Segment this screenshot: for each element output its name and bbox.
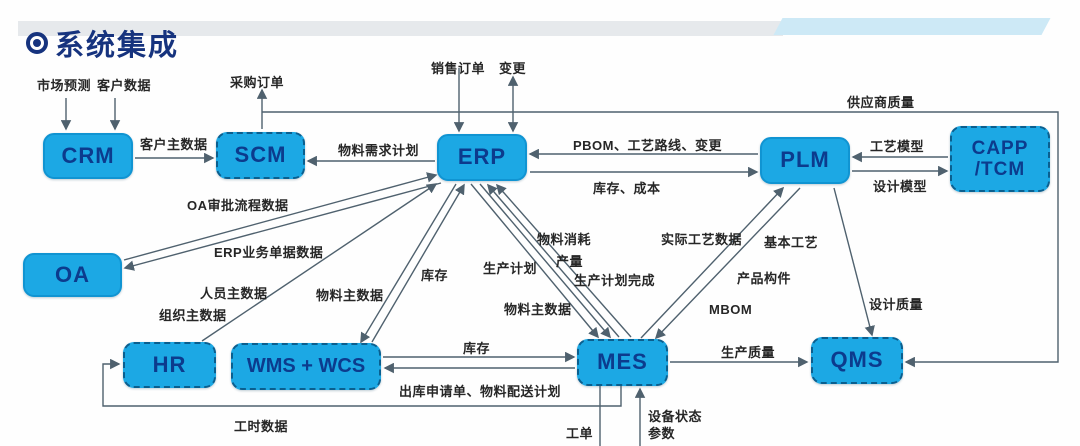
node-erp-label: ERP [457,144,507,170]
edge-erp-to-wms [360,183,457,344]
edge-label-mes-to-qms: 生产质量 [721,345,776,360]
edge-label-mes-to-erp-output-1: 生产计划完成 [574,273,656,288]
node-hr: HR [123,342,216,388]
node-mes-label: MES [597,349,648,375]
header-ribbon [773,18,1051,35]
node-scm-label: SCM [234,142,287,168]
edge-label-erp-to-wms: 物料主数据 [316,288,384,303]
edge-label-sales-order-to-erp: 销售订单 [431,61,486,76]
node-qms-label: QMS [830,347,884,373]
header-band [18,21,783,36]
page-title: 系统集成 [26,22,179,64]
node-crm: CRM [43,133,133,179]
node-hr-label: HR [152,351,187,377]
edge-label-mes-to-plm: 实际工艺数据 [661,232,743,247]
node-capp-label: CAPP [971,137,1029,159]
edge-label-equipment-to-mes: 设备状态 [648,409,703,424]
edge-plm-to-qms [833,187,875,337]
node-erp: ERP [437,134,527,181]
node-capp: CAPP/TCM [950,126,1050,192]
edge-label-mes-to-wms: 出库申请单、物料配送计划 [399,384,562,399]
edge-label-mes-work-order-out: 工单 [566,426,594,441]
edge-wms-to-erp [371,183,465,343]
edge-label-wms-to-erp: 库存 [421,268,449,283]
node-oa-label: OA [55,261,90,287]
edge-label-scm-purchase-order: 采购订单 [230,75,285,90]
edge-label-plm-to-qms: 设计质量 [869,297,924,312]
edge-label-mes-to-hr-worktime: 工时数据 [234,419,289,434]
edge-label-erp-to-plm: 库存、成本 [593,181,661,196]
edge-label-crm-to-scm: 客户主数据 [140,137,208,152]
edge-label-wms-to-mes: 库存 [463,341,491,356]
node-plm-label: PLM [780,147,830,173]
edge-label-erp-to-scm: 物料需求计划 [338,143,420,158]
edge-label-hr-to-erp: 人员主数据 [200,286,268,301]
node-qms: QMS [811,337,903,384]
node-mes: MES [577,339,668,386]
edge-label-mes-to-erp-consumption: 物料消耗 [537,232,592,247]
edge-label-change-erp: 变更 [499,61,527,76]
edge-label-plm-to-capp: 设计模型 [873,179,928,194]
edge-label-erp-to-mes-plan: 生产计划 [483,261,538,276]
edge-label-equipment-to-mes-1: 参数 [648,426,676,441]
node-wms: WMS + WCS [231,343,381,390]
edge-label-hr-to-erp-1: 组织主数据 [159,308,227,323]
edge-label-oa-to-erp: OA审批流程数据 [187,198,289,213]
node-oa: OA [23,253,122,297]
page-title-text: 系统集成 [55,30,180,62]
node-scm: SCM [216,132,305,179]
bullseye-icon [26,32,48,54]
edge-label-erp-to-oa: ERP业务单据数据 [214,245,324,260]
node-wms-label: WMS + WCS [246,355,366,378]
edge-label-capp-to-plm: 工艺模型 [870,139,925,154]
edge-label-plm-to-erp: PBOM、工艺路线、变更 [573,138,723,153]
edge-label-plm-to-mes-1: 产品构件 [737,271,792,286]
node-plm: PLM [760,137,850,184]
edge-label-plm-to-mes: 基本工艺 [764,235,819,250]
edge-label-customer-data-to-crm: 客户数据 [97,78,152,93]
edge-label-market-forecast-to-crm: 市场预测 [37,78,92,93]
edge-label-mes-to-erp-output: 产量 [556,254,584,269]
node-crm-label: CRM [61,142,115,168]
edge-label-erp-to-mes-material: 物料主数据 [504,302,572,317]
edge-label-scm-to-qms-supplier-quality: 供应商质量 [847,95,915,110]
node-capp-label2: /TCM [974,159,1026,180]
edge-label-plm-to-mes-2: MBOM [709,302,753,317]
